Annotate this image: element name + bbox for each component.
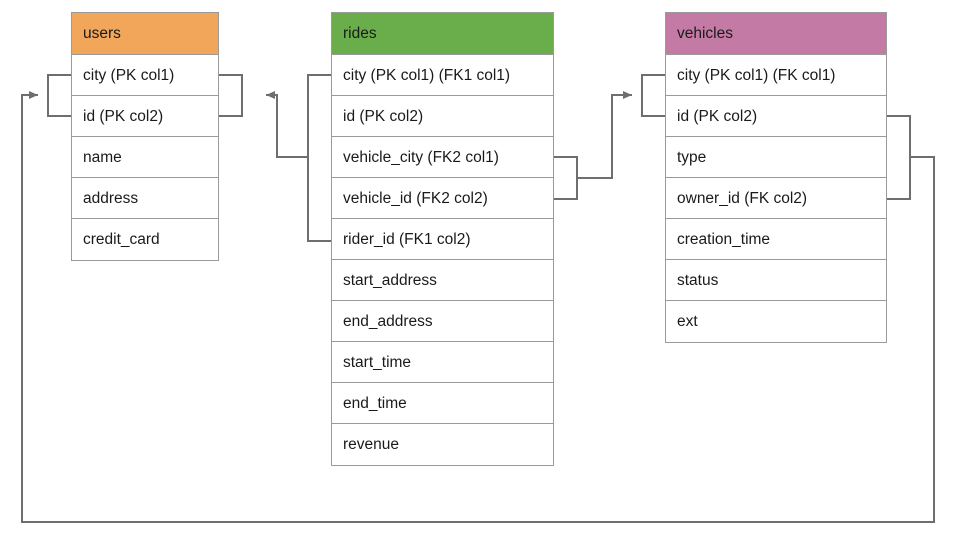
vehicles-left-bracket: [641, 74, 665, 117]
table-header-users: users: [72, 13, 218, 55]
column-row[interactable]: owner_id (FK col2): [666, 178, 886, 219]
entity-table-users[interactable]: users city (PK col1) id (PK col2) name a…: [71, 12, 219, 261]
table-header-rides: rides: [332, 13, 553, 55]
column-row[interactable]: vehicle_city (FK2 col1): [332, 137, 553, 178]
column-row[interactable]: end_address: [332, 301, 553, 342]
column-row[interactable]: address: [72, 178, 218, 219]
column-row[interactable]: creation_time: [666, 219, 886, 260]
column-row[interactable]: status: [666, 260, 886, 301]
column-row[interactable]: id (PK col2): [332, 96, 553, 137]
users-right-bracket: [219, 74, 243, 117]
column-row[interactable]: ext: [666, 301, 886, 342]
column-row[interactable]: name: [72, 137, 218, 178]
column-row[interactable]: city (PK col1): [72, 55, 218, 96]
table-header-vehicles: vehicles: [666, 13, 886, 55]
column-row[interactable]: vehicle_id (FK2 col2): [332, 178, 553, 219]
column-row[interactable]: rider_id (FK1 col2): [332, 219, 553, 260]
column-row[interactable]: id (PK col2): [72, 96, 218, 137]
rides-right-bracket: [554, 156, 578, 200]
column-row[interactable]: start_address: [332, 260, 553, 301]
edge-rides-to-vehicles: [577, 91, 632, 179]
column-row[interactable]: revenue: [332, 424, 553, 465]
column-row[interactable]: id (PK col2): [666, 96, 886, 137]
column-row[interactable]: city (PK col1) (FK col1): [666, 55, 886, 96]
rides-left-bracket: [307, 74, 331, 242]
edge-rides-to-users: [266, 91, 308, 158]
column-row[interactable]: credit_card: [72, 219, 218, 260]
users-left-bracket: [47, 74, 71, 117]
column-row[interactable]: type: [666, 137, 886, 178]
entity-table-vehicles[interactable]: vehicles city (PK col1) (FK col1) id (PK…: [665, 12, 887, 343]
column-row[interactable]: end_time: [332, 383, 553, 424]
column-row[interactable]: city (PK col1) (FK1 col1): [332, 55, 553, 96]
column-row[interactable]: start_time: [332, 342, 553, 383]
entity-table-rides[interactable]: rides city (PK col1) (FK1 col1) id (PK c…: [331, 12, 554, 466]
vehicles-right-bracket: [887, 115, 911, 200]
